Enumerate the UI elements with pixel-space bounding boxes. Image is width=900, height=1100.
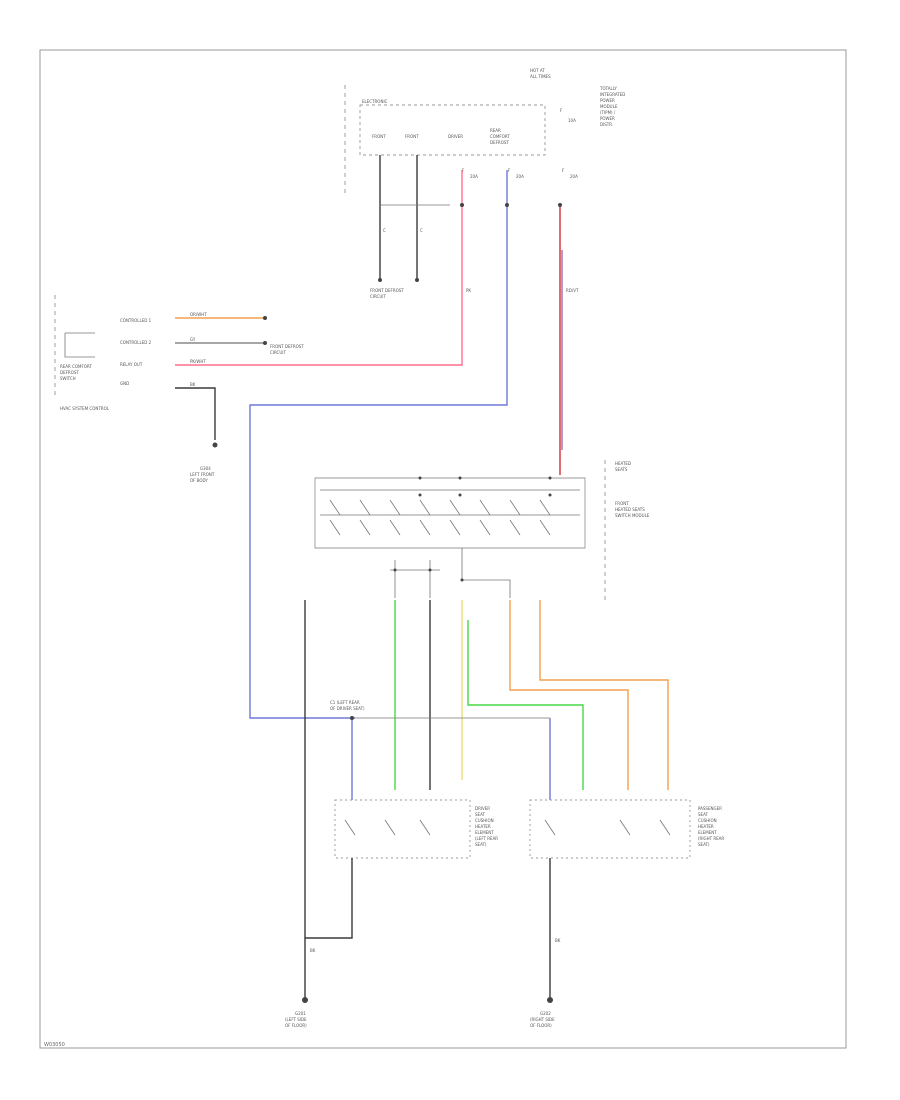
diagram-frame <box>39 49 847 1049</box>
module-output-bus <box>390 548 511 598</box>
svg-text:FRONT: FRONT <box>372 134 386 139</box>
svg-text:ELECTRONIC: ELECTRONIC <box>362 99 388 104</box>
svg-text:(TIPM) /: (TIPM) / <box>600 110 616 115</box>
svg-text:COMFORT: COMFORT <box>490 134 510 139</box>
svg-text:DRIVER: DRIVER <box>475 806 490 811</box>
svg-text:C1 (LEFT REAR: C1 (LEFT REAR <box>330 700 360 705</box>
svg-text:DEFROST: DEFROST <box>490 140 509 145</box>
svg-text:SEAT): SEAT) <box>475 842 487 847</box>
svg-text:ELEMENT: ELEMENT <box>698 830 717 835</box>
svg-text:PASSENGER: PASSENGER <box>698 806 722 811</box>
driver-seat-elements: DRIVER SEAT CUSHION HEATER ELEMENT (LEFT… <box>334 799 498 859</box>
svg-text:BK: BK <box>555 938 561 943</box>
svg-text:PK/WHT: PK/WHT <box>190 359 206 364</box>
svg-text:CIRCUIT: CIRCUIT <box>270 350 286 355</box>
seat-switch-module: HEATED SEATS FRONT HEATED SEATS SWITCH M… <box>314 460 650 600</box>
svg-text:OR/WHT: OR/WHT <box>190 312 207 317</box>
svg-text:GND: GND <box>120 381 129 386</box>
svg-text:CUSHION: CUSHION <box>475 818 494 823</box>
blue-wire <box>249 170 508 719</box>
svg-text:DEFROST: DEFROST <box>60 370 79 375</box>
svg-text:C: C <box>420 228 423 233</box>
svg-text:FRONT DEFROST: FRONT DEFROST <box>270 344 304 349</box>
svg-text:RELAY OUT: RELAY OUT <box>120 362 143 367</box>
svg-text:GY: GY <box>190 337 196 342</box>
svg-text:F: F <box>562 168 565 173</box>
svg-text:(LEFT REAR: (LEFT REAR <box>475 836 498 841</box>
svg-text:DRIVER: DRIVER <box>448 134 463 139</box>
svg-text:FRONT DEFROST: FRONT DEFROST <box>370 288 404 293</box>
svg-text:G304: G304 <box>200 466 211 471</box>
fuse-block: ELECTRONIC HOT AT ALL TIMES TOTALLY INTE… <box>344 68 625 195</box>
passenger-seat-elements: PASSENGER SEAT CUSHION HEATER ELEMENT (R… <box>529 799 724 859</box>
svg-text:POWER: POWER <box>600 98 615 103</box>
svg-text:LEFT FRONT: LEFT FRONT <box>190 472 215 477</box>
svg-text:(RIGHT REAR: (RIGHT REAR <box>698 836 724 841</box>
svg-text:FRONT: FRONT <box>405 134 419 139</box>
svg-text:HEATER: HEATER <box>698 824 714 829</box>
svg-text:POWER: POWER <box>600 116 615 121</box>
rear-comfort-switch: REAR COMFORT DEFROST SWITCH HVAC SYSTEM … <box>54 295 304 483</box>
svg-text:HEATED SEATS: HEATED SEATS <box>615 507 645 512</box>
svg-text:OF FLOOR): OF FLOOR) <box>285 1023 307 1028</box>
svg-text:G202: G202 <box>540 1011 551 1016</box>
svg-text:SEAT): SEAT) <box>698 842 710 847</box>
svg-text:20A: 20A <box>516 174 524 179</box>
svg-text:ELEMENT: ELEMENT <box>475 830 494 835</box>
svg-text:F: F <box>508 168 511 173</box>
svg-text:F: F <box>462 168 465 173</box>
svg-text:HOT AT: HOT AT <box>530 68 545 73</box>
svg-text:SWITCH MODULE: SWITCH MODULE <box>615 513 650 518</box>
svg-text:REAR: REAR <box>490 128 501 133</box>
svg-text:OF BODY: OF BODY <box>190 478 208 483</box>
svg-text:MODULE: MODULE <box>600 104 618 109</box>
svg-text:OF FLOOR): OF FLOOR) <box>530 1023 552 1028</box>
svg-text:CONTROLLED 2: CONTROLLED 2 <box>120 340 152 345</box>
svg-text:SEAT: SEAT <box>698 812 708 817</box>
svg-text:CUSHION: CUSHION <box>698 818 717 823</box>
svg-text:SEATS: SEATS <box>615 467 628 472</box>
seat-element-wires: C1 (LEFT REAR OF DRIVER SEAT) <box>304 600 669 1000</box>
ground-icon: G202 (RIGHT SIDE OF FLOOR) <box>530 997 555 1028</box>
figure-id: W03050 <box>44 1042 65 1048</box>
svg-text:HEATER: HEATER <box>475 824 491 829</box>
svg-text:RD/VT: RD/VT <box>566 288 579 293</box>
ground-icon: G201 (LEFT SIDE OF FLOOR) <box>285 997 308 1028</box>
svg-text:FRONT: FRONT <box>615 501 629 506</box>
svg-text:(RIGHT SIDE: (RIGHT SIDE <box>530 1017 555 1022</box>
pink-wire <box>175 170 463 366</box>
svg-text:SEAT: SEAT <box>475 812 485 817</box>
svg-text:REAR COMFORT: REAR COMFORT <box>60 364 92 369</box>
fuse-block-wires: C C FRONT DEFROST CIRCUIT PK RD/VT <box>175 155 579 719</box>
svg-text:(LEFT SIDE: (LEFT SIDE <box>285 1017 307 1022</box>
svg-text:20A: 20A <box>570 174 578 179</box>
svg-text:DISTR.: DISTR. <box>600 122 613 127</box>
svg-text:SWITCH: SWITCH <box>60 376 76 381</box>
ground-wires: BK BK <box>305 858 561 1000</box>
svg-text:BK: BK <box>190 382 196 387</box>
svg-text:C: C <box>383 228 386 233</box>
svg-text:ALL TIMES: ALL TIMES <box>530 74 551 79</box>
svg-text:HVAC SYSTEM CONTROL: HVAC SYSTEM CONTROL <box>60 406 110 411</box>
svg-text:F: F <box>560 108 563 113</box>
svg-text:BK: BK <box>310 948 316 953</box>
svg-text:HEATED: HEATED <box>615 461 631 466</box>
svg-text:10A: 10A <box>568 118 576 123</box>
svg-text:OF DRIVER SEAT): OF DRIVER SEAT) <box>330 706 365 711</box>
svg-text:CIRCUIT: CIRCUIT <box>370 294 386 299</box>
svg-text:G201: G201 <box>295 1011 306 1016</box>
svg-text:PK: PK <box>466 288 471 293</box>
svg-text:TOTALLY: TOTALLY <box>599 86 617 91</box>
svg-text:20A: 20A <box>470 174 478 179</box>
svg-text:CONTROLLED 1: CONTROLLED 1 <box>120 318 152 323</box>
svg-text:INTEGRATED: INTEGRATED <box>600 92 625 97</box>
